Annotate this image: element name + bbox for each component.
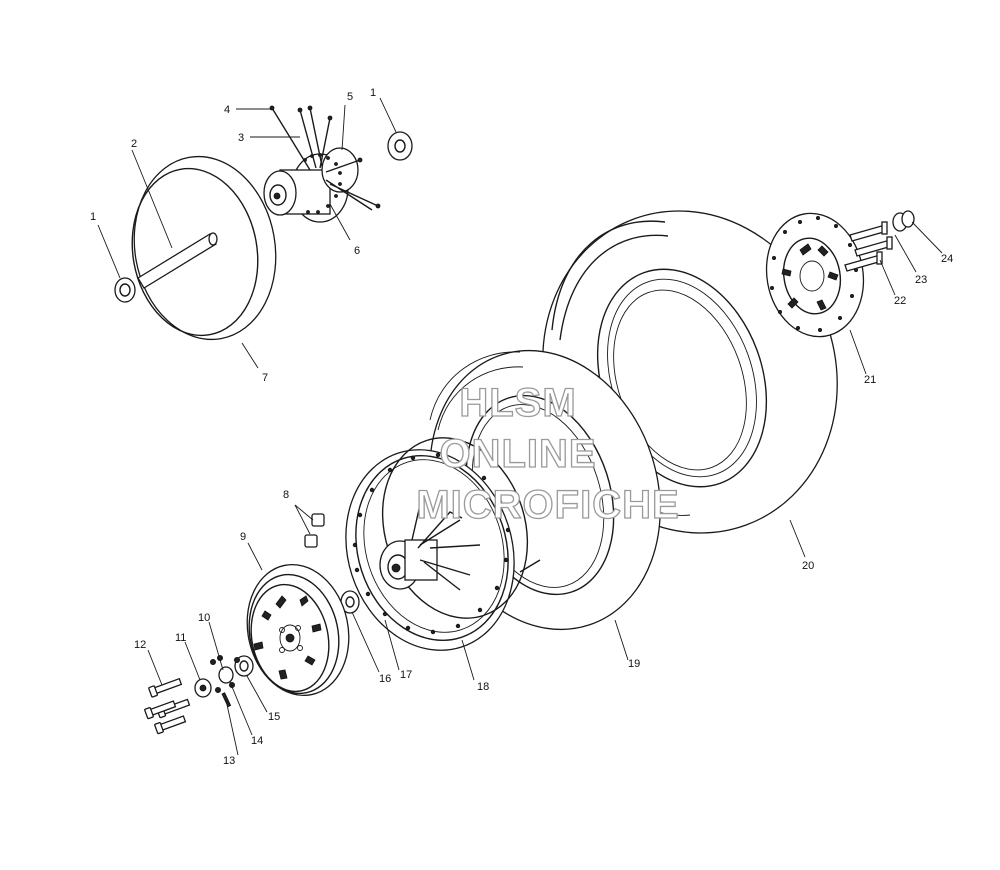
watermark: HLSM ONLINE MICROFICHE (416, 380, 680, 527)
wheel-pulley (246, 563, 350, 697)
callout-2: 2 (131, 138, 137, 150)
callout-15: 15 (268, 711, 280, 723)
callout-10: 10 (198, 612, 210, 624)
front-wheel-rim (345, 437, 541, 651)
callout-13: 13 (223, 755, 235, 767)
leader-lines (97, 97, 943, 756)
callout-24: 24 (941, 253, 953, 265)
callout-9: 9 (240, 531, 246, 543)
callout-17: 17 (400, 669, 412, 681)
callout-20: 20 (802, 560, 814, 572)
callout-23: 23 (915, 274, 927, 286)
callout-1-right: 1 (370, 87, 376, 99)
callout-3: 3 (238, 132, 244, 144)
callout-14: 14 (251, 735, 263, 747)
callout-8: 8 (283, 489, 289, 501)
axle-nut-washer (892, 210, 915, 232)
callout-11: 11 (175, 632, 186, 644)
pulley-hardware (194, 655, 254, 708)
callout-18: 18 (477, 681, 489, 693)
spacer-pair (304, 513, 325, 548)
axle-bearing-left (114, 277, 136, 303)
callout-7: 7 (262, 372, 268, 384)
hub-bearing-right (387, 131, 413, 161)
watermark-line-3: MICROFICHE (416, 483, 679, 527)
callout-4: 4 (224, 104, 230, 116)
callouts: 1 1 2 3 4 5 6 7 8 9 10 11 12 13 14 15 16… (90, 87, 953, 767)
callout-22: 22 (894, 295, 906, 307)
watermark-line-1: HLSM (459, 381, 576, 425)
axle (137, 232, 218, 289)
callout-1-left: 1 (90, 211, 96, 223)
rotor-bolts (844, 221, 893, 272)
callout-12: 12 (134, 639, 146, 651)
pulley-bolts (144, 677, 191, 735)
watermark-line-2: ONLINE (439, 432, 596, 476)
callout-21: 21 (864, 374, 876, 386)
callout-16: 16 (379, 673, 391, 685)
callout-6: 6 (354, 245, 360, 257)
spoked-hub (263, 105, 381, 223)
wheel-bearing-front (340, 590, 360, 614)
callout-5: 5 (347, 91, 353, 103)
callout-19: 19 (628, 658, 640, 670)
